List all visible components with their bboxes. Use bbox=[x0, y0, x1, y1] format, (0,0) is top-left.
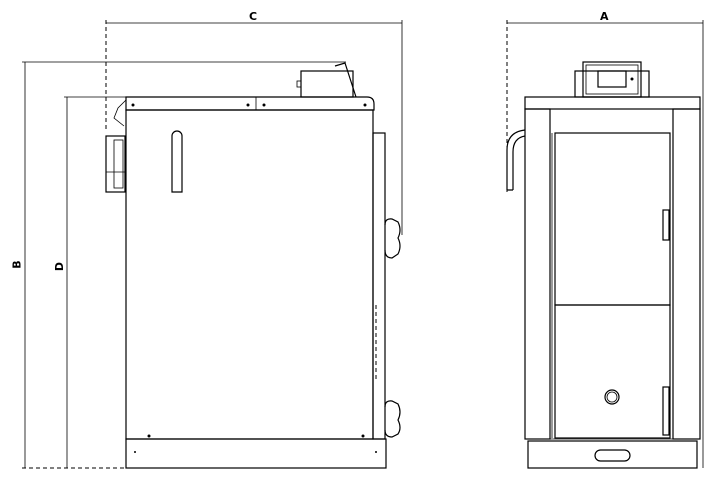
door-handle-icon bbox=[171, 130, 183, 193]
dimension-d bbox=[64, 96, 145, 468]
side-panel bbox=[125, 109, 374, 440]
inspection-port bbox=[604, 389, 620, 405]
label-d: D bbox=[53, 261, 67, 272]
controller-housing bbox=[300, 70, 354, 98]
control-box bbox=[105, 135, 126, 193]
controller-display bbox=[597, 70, 627, 88]
ash-drawer bbox=[527, 440, 698, 469]
left-column bbox=[524, 108, 551, 440]
controller-panel bbox=[334, 62, 357, 98]
lower-door bbox=[554, 304, 671, 439]
front-top-cover bbox=[524, 96, 701, 110]
controller-indicator bbox=[630, 77, 634, 81]
ash-drawer-handle bbox=[594, 449, 631, 462]
rear-rail bbox=[372, 132, 386, 440]
top-cover bbox=[125, 96, 375, 111]
dimension-b bbox=[22, 61, 346, 468]
label-c: C bbox=[249, 10, 258, 23]
lower-door-latch bbox=[662, 386, 670, 436]
top-lifting-handle bbox=[384, 218, 401, 259]
base-plinth bbox=[125, 438, 387, 469]
boiler-side-view bbox=[105, 62, 401, 469]
upper-door-latch bbox=[662, 209, 670, 241]
dimension-c bbox=[105, 20, 403, 235]
flue-pipe bbox=[506, 129, 526, 191]
flue-pipe-bend bbox=[113, 99, 127, 127]
upper-door bbox=[554, 132, 671, 306]
label-a: A bbox=[600, 10, 609, 23]
bottom-lifting-handle bbox=[384, 400, 401, 438]
label-b: B bbox=[10, 260, 24, 269]
boiler-front-view bbox=[506, 61, 701, 469]
controller-unit bbox=[582, 61, 642, 98]
right-column bbox=[672, 108, 701, 440]
